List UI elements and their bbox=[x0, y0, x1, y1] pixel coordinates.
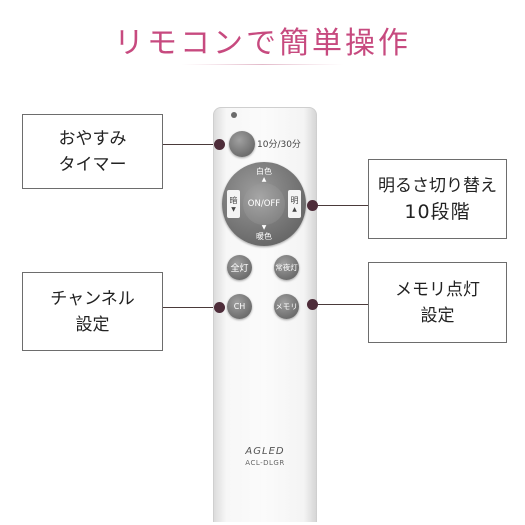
connector-dot-brightness bbox=[307, 200, 318, 211]
down-arrow-icon: ▼ bbox=[231, 206, 236, 213]
callout-memory-line1: メモリ点灯 bbox=[395, 279, 480, 300]
dpad-up-text: 白色 bbox=[256, 167, 272, 176]
channel-button[interactable]: CH bbox=[227, 294, 252, 319]
callout-brightness: 明るさ切り替え 10段階 bbox=[368, 159, 507, 239]
callout-channel-line1: チャンネル bbox=[50, 288, 135, 309]
callout-memory-line2: 設定 bbox=[420, 305, 455, 326]
connector-brightness bbox=[312, 205, 368, 206]
dpad-right-text: 明 bbox=[290, 196, 299, 205]
callout-channel: チャンネル 設定 bbox=[22, 272, 163, 351]
connector-dot-channel bbox=[214, 302, 225, 313]
up-arrow-icon: ▲ bbox=[292, 206, 297, 213]
timer-button-label: 10分/30分 bbox=[257, 140, 301, 150]
dpad-right-key[interactable]: 明 ▲ bbox=[288, 190, 301, 218]
dpad-down-text: 暖色 bbox=[256, 232, 272, 241]
timer-button[interactable] bbox=[229, 131, 255, 157]
title-divider bbox=[181, 64, 344, 65]
dpad-down-label[interactable]: ▼ 暖色 bbox=[254, 225, 274, 242]
callout-timer-line2: タイマー bbox=[58, 154, 127, 175]
led-indicator bbox=[231, 112, 237, 118]
dpad-up-label[interactable]: 白色 ▲ bbox=[254, 166, 274, 183]
memory-button[interactable]: メモリ bbox=[274, 294, 299, 319]
callout-timer: おやすみ タイマー bbox=[22, 114, 163, 189]
full-light-button[interactable]: 全灯 bbox=[227, 255, 252, 280]
dpad-left-text: 暗 bbox=[229, 196, 238, 205]
model-number: ACL-DLGR bbox=[245, 459, 285, 467]
connector-channel bbox=[163, 307, 219, 308]
connector-memory bbox=[312, 304, 368, 305]
callout-channel-line2: 設定 bbox=[75, 314, 110, 335]
callout-memory: メモリ点灯 設定 bbox=[368, 262, 507, 343]
connector-dot-timer bbox=[214, 139, 225, 150]
connector-timer bbox=[163, 144, 219, 145]
dpad-left-key[interactable]: 暗 ▼ bbox=[227, 190, 240, 218]
connector-dot-memory bbox=[307, 299, 318, 310]
page-title: リモコンで簡単操作 bbox=[114, 26, 411, 61]
power-button[interactable]: ON/OFF bbox=[243, 183, 285, 225]
up-arrow-icon: ▲ bbox=[261, 176, 267, 183]
down-arrow-icon: ▼ bbox=[261, 224, 267, 231]
night-light-button[interactable]: 常夜灯 bbox=[274, 255, 299, 280]
callout-timer-line1: おやすみ bbox=[58, 128, 127, 149]
brand-logo: AGLED bbox=[245, 446, 285, 457]
callout-brightness-line1: 明るさ切り替え bbox=[378, 176, 497, 196]
callout-brightness-line2: 10段階 bbox=[404, 201, 471, 223]
